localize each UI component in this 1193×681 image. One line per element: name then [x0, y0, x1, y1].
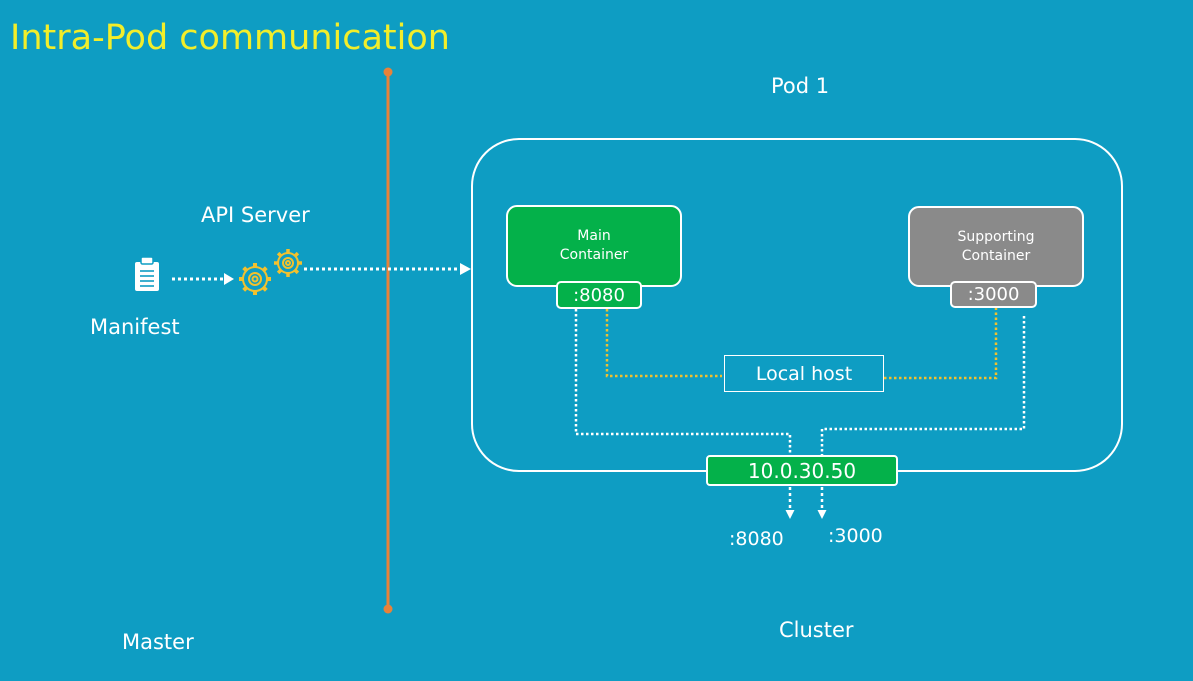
api-to-pod-arrow — [304, 263, 471, 275]
supporting-container-port: :3000 — [950, 281, 1037, 308]
main-container-port: :8080 — [556, 281, 642, 309]
master-cluster-divider — [383, 67, 393, 614]
page-title: Intra-Pod communication — [10, 18, 450, 58]
supporting-container-box: Supporting Container — [908, 206, 1084, 287]
main-container-box: Main Container — [506, 205, 682, 287]
manifest-label: Manifest — [90, 315, 180, 339]
port-routes — [574, 309, 1026, 455]
cluster-label: Cluster — [779, 618, 854, 642]
api-server-label: API Server — [201, 203, 310, 227]
pod-title: Pod 1 — [771, 74, 830, 98]
gears-icon — [239, 249, 302, 295]
supporting-container-label-line1: Supporting — [957, 228, 1035, 245]
manifest-to-api-arrow — [172, 273, 234, 285]
localhost-links — [605, 308, 998, 380]
localhost-box: Local host — [724, 355, 884, 392]
supporting-container-label-line2: Container — [961, 247, 1031, 264]
pod-ip-box: 10.0.30.50 — [706, 455, 898, 486]
exposed-port-8080: :8080 — [729, 528, 784, 550]
exposed-port-3000: :3000 — [828, 525, 883, 547]
exposed-port-arrows — [785, 487, 827, 519]
clipboard-icon — [135, 256, 159, 291]
master-label: Master — [122, 630, 194, 654]
main-container-label-line2: Container — [559, 247, 629, 263]
main-container-label-line1: Main — [577, 228, 611, 244]
